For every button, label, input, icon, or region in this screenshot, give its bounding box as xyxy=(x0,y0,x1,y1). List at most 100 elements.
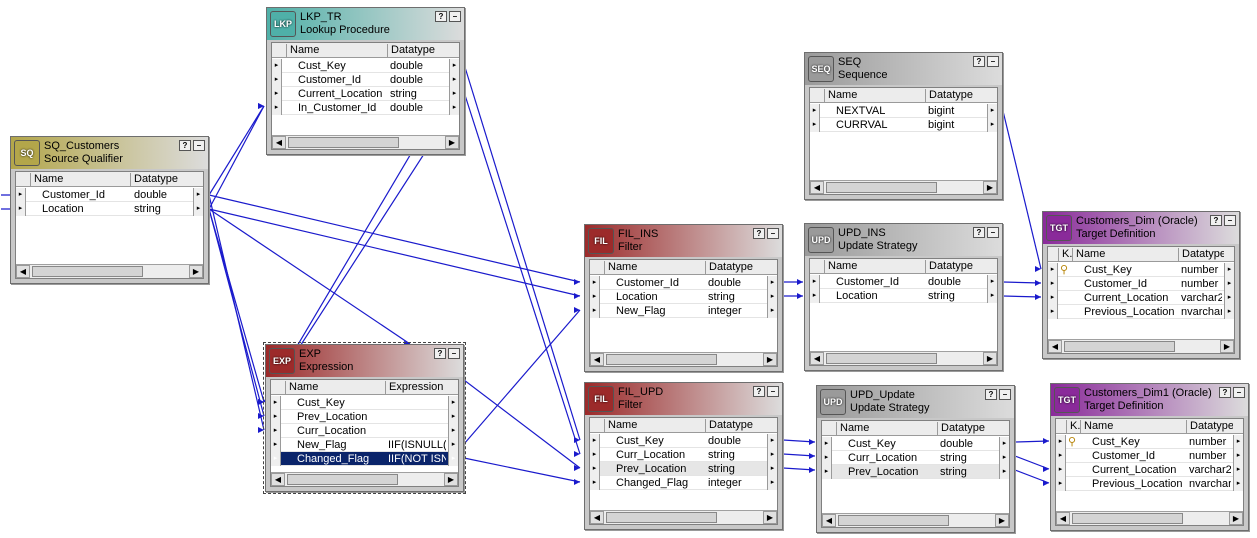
input-port-marker[interactable]: ▸ xyxy=(590,476,600,490)
input-port-marker[interactable]: ▸ xyxy=(271,424,281,438)
help-button[interactable]: ? xyxy=(179,140,191,151)
output-port-marker[interactable]: ▸ xyxy=(767,290,777,304)
output-port-marker[interactable]: ▸ xyxy=(1233,463,1243,477)
input-port-marker[interactable]: ▸ xyxy=(16,202,26,216)
name-column-header[interactable]: Name xyxy=(836,422,937,435)
output-port-marker[interactable]: ▸ xyxy=(987,104,997,118)
minimize-button[interactable]: – xyxy=(1224,215,1236,226)
output-port-marker[interactable]: ▸ xyxy=(1224,291,1234,305)
minimize-button[interactable]: – xyxy=(193,140,205,151)
port-link[interactable] xyxy=(208,208,411,345)
input-port-marker[interactable]: ▸ xyxy=(590,448,600,462)
port-row[interactable]: ▸Previous_Locationnvarchar2▸ xyxy=(1048,305,1234,319)
input-port-marker[interactable]: ▸ xyxy=(271,396,281,410)
input-port-marker[interactable]: ▸ xyxy=(1056,463,1066,477)
port-link[interactable] xyxy=(208,105,265,196)
input-port-marker[interactable]: ▸ xyxy=(1048,263,1058,277)
output-port-marker[interactable]: ▸ xyxy=(193,188,203,202)
input-port-marker[interactable]: ▸ xyxy=(1048,277,1058,291)
output-port-marker[interactable]: ▸ xyxy=(987,118,997,132)
minimize-button[interactable]: – xyxy=(987,227,999,238)
output-port-marker[interactable]: ▸ xyxy=(448,424,458,438)
port-row[interactable]: ▸Previous_Locationnvarchar2▸ xyxy=(1056,477,1243,491)
output-port-marker[interactable]: ▸ xyxy=(999,465,1009,479)
scroll-thumb[interactable] xyxy=(606,512,717,523)
scroll-thumb[interactable] xyxy=(288,137,399,148)
input-port-marker[interactable]: ▸ xyxy=(1056,435,1066,449)
scroll-left-arrow-icon[interactable]: ◀ xyxy=(272,136,286,149)
help-button[interactable]: ? xyxy=(1219,387,1231,398)
output-port-marker[interactable]: ▸ xyxy=(1224,305,1234,319)
help-button[interactable]: ? xyxy=(973,56,985,67)
input-port-marker[interactable]: ▸ xyxy=(822,437,832,451)
input-port-marker[interactable]: ▸ xyxy=(271,410,281,424)
output-port-marker[interactable]: ▸ xyxy=(767,462,777,476)
minimize-button[interactable]: – xyxy=(448,348,460,359)
output-port-marker[interactable]: ▸ xyxy=(1224,277,1234,291)
input-port-marker[interactable]: ▸ xyxy=(272,73,282,87)
help-button[interactable]: ? xyxy=(973,227,985,238)
scroll-thumb[interactable] xyxy=(1064,341,1175,352)
scroll-left-arrow-icon[interactable]: ◀ xyxy=(822,514,836,527)
output-port-marker[interactable]: ▸ xyxy=(767,448,777,462)
horizontal-scrollbar[interactable]: ◀▶ xyxy=(1048,339,1234,353)
output-port-marker[interactable]: ▸ xyxy=(1224,263,1234,277)
scroll-thumb[interactable] xyxy=(287,474,398,485)
input-port-marker[interactable]: ▸ xyxy=(810,289,820,303)
name-column-header[interactable]: Name xyxy=(1072,248,1178,261)
datatype-column-header[interactable]: Datatype xyxy=(705,261,767,274)
port-link[interactable] xyxy=(208,105,265,210)
scroll-left-arrow-icon[interactable]: ◀ xyxy=(810,181,824,194)
scroll-left-arrow-icon[interactable]: ◀ xyxy=(16,265,30,278)
minimize-button[interactable]: – xyxy=(999,389,1011,400)
scroll-thumb[interactable] xyxy=(32,266,143,277)
output-port-marker[interactable]: ▸ xyxy=(767,434,777,448)
port-link[interactable] xyxy=(1002,110,1042,270)
datatype-column-header[interactable]: Datatype xyxy=(925,260,987,273)
port-row[interactable]: ▸Cust_Key▸ xyxy=(271,396,458,410)
input-port-marker[interactable]: ▸ xyxy=(1056,477,1066,491)
input-port-marker[interactable]: ▸ xyxy=(272,59,282,73)
scroll-right-arrow-icon[interactable]: ▶ xyxy=(444,473,458,486)
name-column-header[interactable]: Name xyxy=(604,261,705,274)
input-port-marker[interactable]: ▸ xyxy=(271,438,281,452)
output-port-marker[interactable]: ▸ xyxy=(449,101,459,115)
input-port-marker[interactable]: ▸ xyxy=(1056,449,1066,463)
output-port-marker[interactable]: ▸ xyxy=(767,476,777,490)
datatype-column-header[interactable]: Expression xyxy=(385,381,448,394)
datatype-column-header[interactable]: Datatype xyxy=(130,173,193,186)
input-port-marker[interactable]: ▸ xyxy=(590,304,600,318)
output-port-marker[interactable]: ▸ xyxy=(448,438,458,452)
output-port-marker[interactable]: ▸ xyxy=(449,59,459,73)
name-column-header[interactable]: Name xyxy=(286,44,387,57)
help-button[interactable]: ? xyxy=(753,228,765,239)
output-port-marker[interactable]: ▸ xyxy=(999,437,1009,451)
datatype-column-header[interactable]: Datatype xyxy=(705,419,767,432)
horizontal-scrollbar[interactable]: ◀▶ xyxy=(16,264,203,278)
name-column-header[interactable]: Name xyxy=(604,419,705,432)
input-port-marker[interactable]: ▸ xyxy=(272,87,282,101)
